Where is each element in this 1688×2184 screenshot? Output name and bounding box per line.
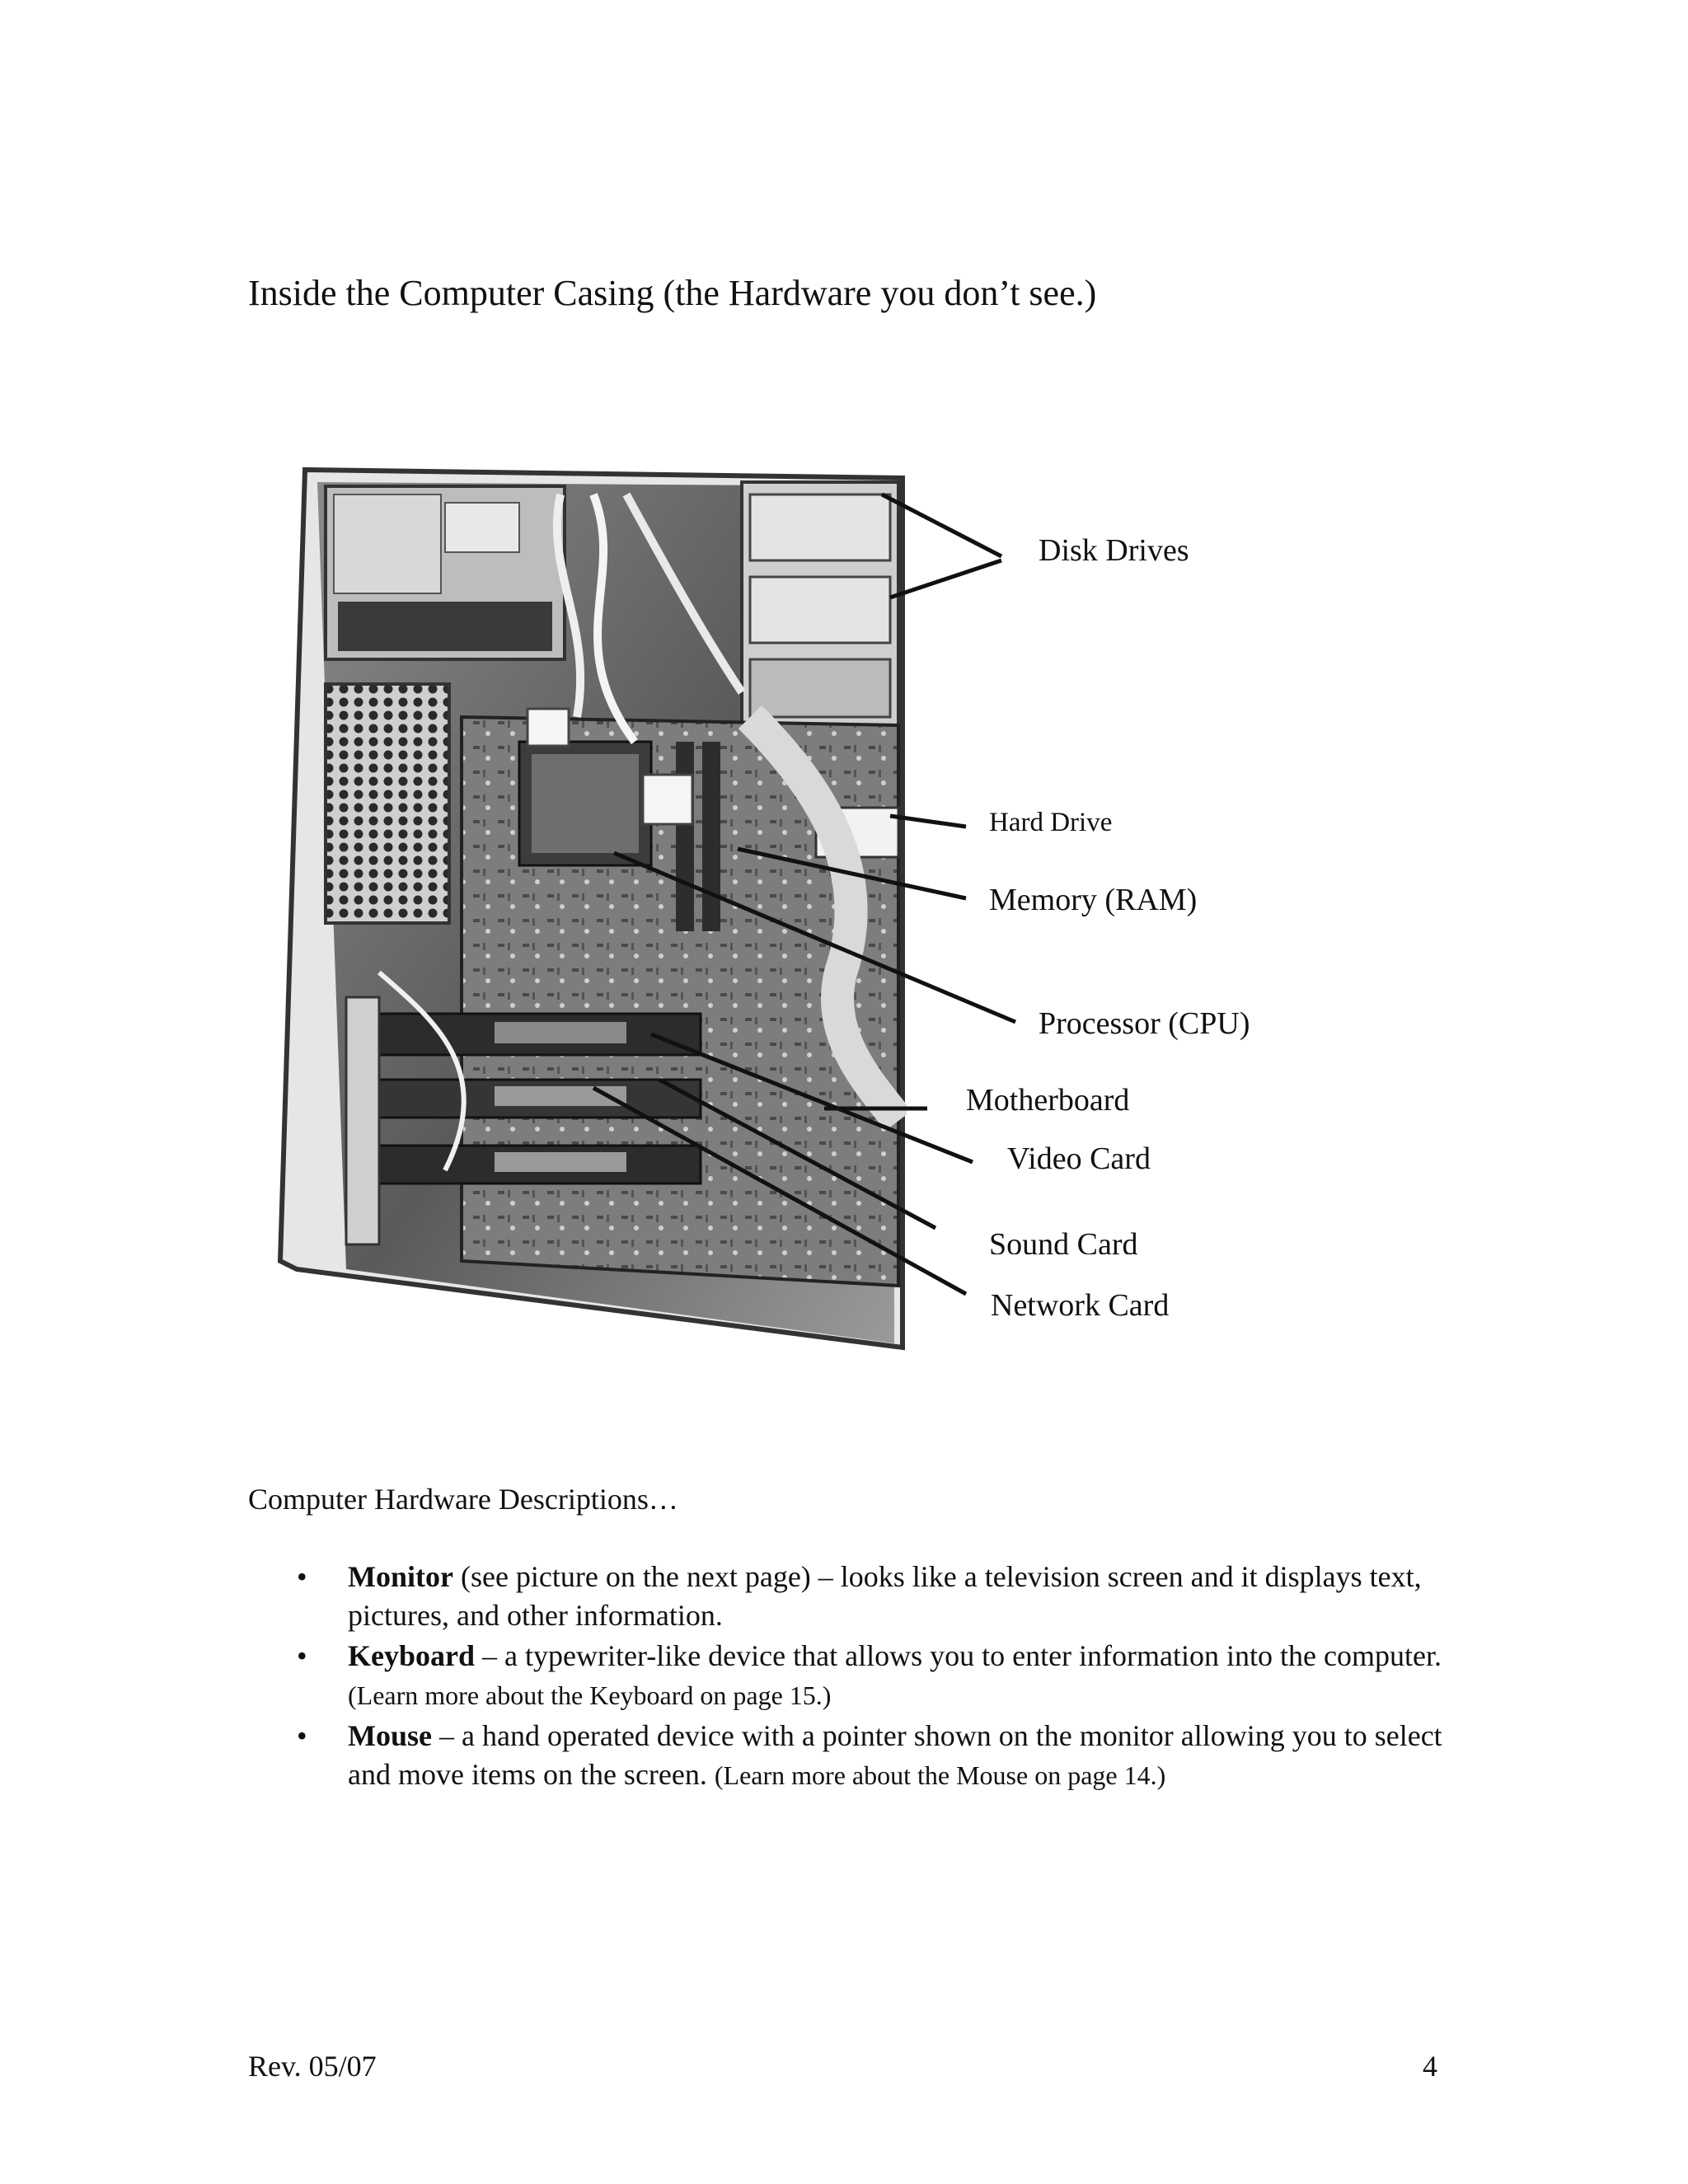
hard-drive-line xyxy=(890,816,966,827)
video-card-line xyxy=(651,1034,973,1162)
page-number: 4 xyxy=(1423,2049,1437,2083)
list-item-keyboard: • Keyboard – a typewriter-like device th… xyxy=(297,1637,1467,1715)
network-card-line xyxy=(593,1088,966,1294)
sound-card-line xyxy=(659,1080,935,1228)
label-memory: Memory (RAM) xyxy=(989,882,1197,918)
note-mouse: (Learn more about the Mouse on page 14.) xyxy=(715,1760,1165,1790)
hardware-description-list: • Monitor (see picture on the next page)… xyxy=(297,1558,1467,1797)
memory-line xyxy=(738,849,966,898)
disk-drives-line-upper xyxy=(882,494,1001,556)
bullet-icon: • xyxy=(297,1637,307,1675)
footer-revision: Rev. 05/07 xyxy=(248,2049,377,2083)
label-disk-drives: Disk Drives xyxy=(1039,532,1189,569)
bullet-icon: • xyxy=(297,1717,307,1755)
section-heading: Computer Hardware Descriptions… xyxy=(248,1482,678,1516)
label-processor: Processor (CPU) xyxy=(1039,1005,1250,1042)
label-network-card: Network Card xyxy=(991,1287,1169,1324)
term-mouse: Mouse xyxy=(348,1719,432,1752)
label-motherboard: Motherboard xyxy=(966,1082,1129,1118)
bullet-icon: • xyxy=(297,1558,307,1596)
desc-keyboard: – a typewriter-like device that allows y… xyxy=(475,1639,1442,1672)
term-keyboard: Keyboard xyxy=(348,1639,475,1672)
list-item-mouse: • Mouse – a hand operated device with a … xyxy=(297,1717,1467,1795)
label-video-card: Video Card xyxy=(1007,1141,1151,1177)
label-sound-card: Sound Card xyxy=(989,1226,1138,1254)
term-monitor: Monitor xyxy=(348,1560,453,1593)
disk-drives-line-lower xyxy=(890,560,1001,598)
processor-line xyxy=(614,853,1015,1022)
note-keyboard: (Learn more about the Keyboard on page 1… xyxy=(348,1680,831,1710)
list-item-monitor: • Monitor (see picture on the next page)… xyxy=(297,1558,1467,1635)
label-hard-drive: Hard Drive xyxy=(989,808,1112,838)
desc-monitor: (see picture on the next page) – looks l… xyxy=(348,1560,1422,1632)
